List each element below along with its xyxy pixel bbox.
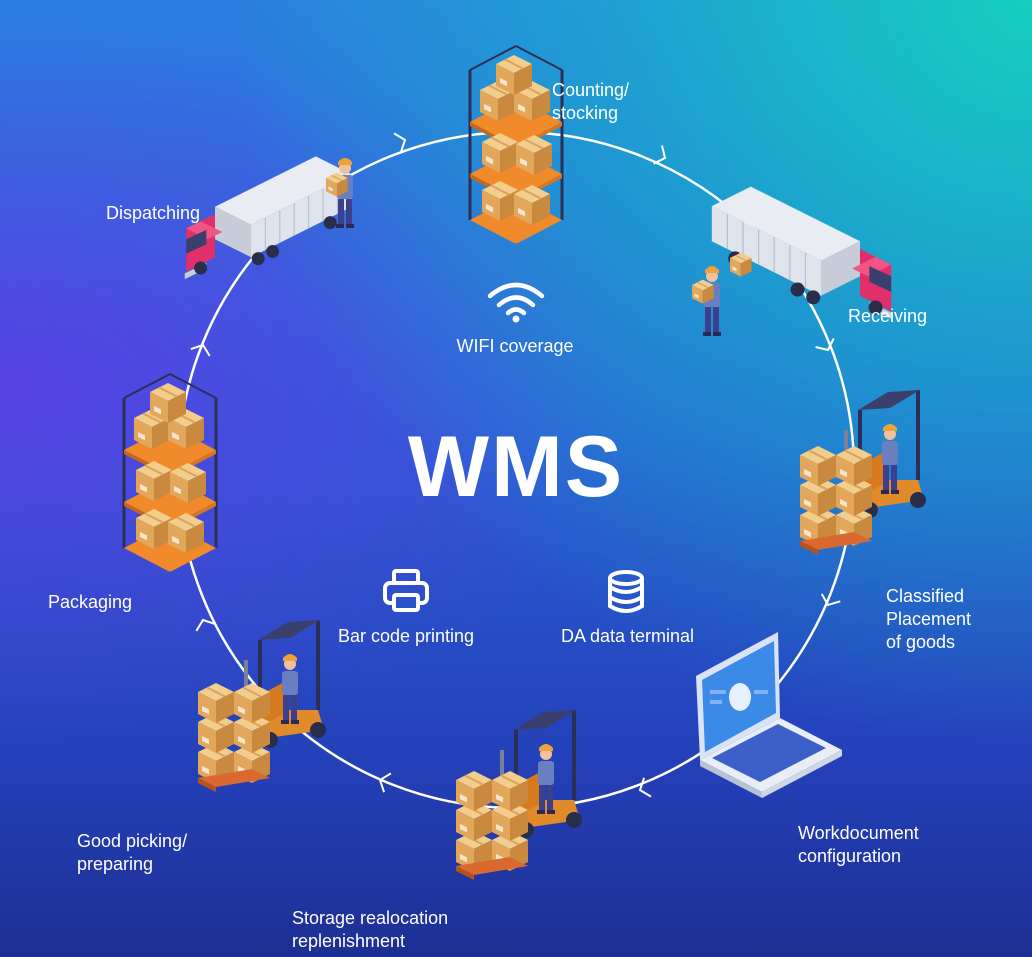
truck-loading-icon	[184, 155, 353, 280]
printer-label: Bar code printing	[337, 626, 475, 646]
printer-icon	[383, 569, 429, 612]
database-icon	[608, 570, 644, 613]
forklift-icon	[198, 620, 326, 792]
step-label-dispatching: Dispatching	[106, 203, 201, 223]
wifi-label: WIFI coverage	[456, 336, 574, 356]
step-label-packaging: Packaging	[48, 592, 133, 612]
step-label-counting: Counting/stocking	[552, 80, 630, 123]
laptop-icon	[696, 632, 842, 798]
diagram-title: WMS	[407, 419, 625, 515]
receiving-worker-icon	[691, 252, 753, 336]
step-label-picking: Good picking/preparing	[77, 831, 188, 874]
forklift-icon	[456, 710, 582, 880]
terminal-label: DA data terminal	[560, 626, 695, 646]
wifi-icon	[487, 282, 545, 323]
step-label-receiving: Receiving	[848, 306, 928, 326]
warehouse-shelf-icon	[470, 46, 562, 244]
